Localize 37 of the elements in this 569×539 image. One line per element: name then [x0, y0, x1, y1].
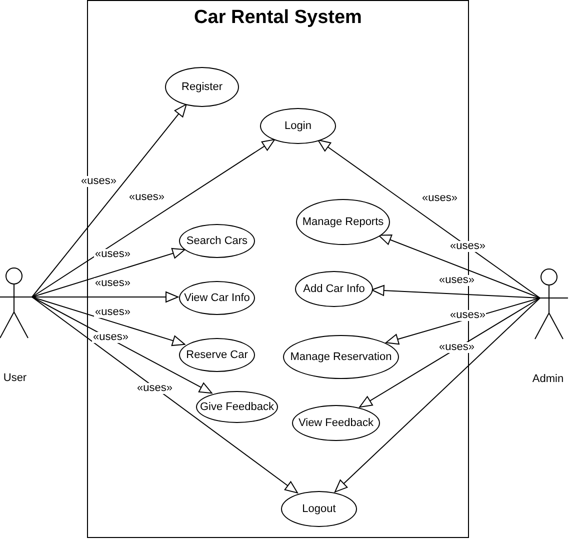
edge-label: «uses»: [438, 342, 476, 353]
use-case-ellipse: Reserve Car: [179, 338, 255, 372]
use-case-ellipse: Manage Reservation: [283, 335, 399, 379]
arrow: [32, 139, 276, 298]
edge-label: «uses»: [136, 383, 174, 394]
use-case-ellipse: Register: [165, 67, 239, 107]
use-case-ellipse: Search Cars: [179, 224, 255, 258]
edge-label: «uses»: [128, 192, 166, 203]
use-case-ellipse: Add Car Info: [295, 271, 373, 307]
edge-label: «uses»: [94, 249, 132, 260]
arrow: [32, 104, 187, 298]
actor-name: Admin: [531, 373, 565, 385]
edge-label: «uses»: [438, 275, 476, 286]
arrow: [359, 298, 540, 408]
arrow: [32, 296, 298, 494]
edge-label: «uses»: [421, 193, 458, 204]
arrow: [32, 292, 178, 302]
use-case-ellipse: Give Feedback: [196, 391, 278, 423]
edge-label: «uses»: [94, 307, 132, 318]
arrow: [32, 248, 186, 298]
use-case-ellipse: Manage Reports: [296, 199, 390, 245]
actor-name: User: [2, 372, 28, 384]
use-case-ellipse: Logout: [281, 491, 357, 527]
use-case-ellipse: Login: [260, 108, 336, 144]
arrow: [318, 139, 540, 298]
arrow: [32, 296, 186, 346]
arrow: [32, 296, 212, 394]
use-case-ellipse: View Car Info: [179, 281, 255, 315]
arrow: [378, 234, 540, 298]
system-title: Car Rental System: [193, 7, 363, 29]
edge-label: «uses»: [92, 332, 130, 343]
arrow: [334, 298, 540, 492]
edge-label: «uses»: [449, 241, 486, 252]
use-case-ellipse: View Feedback: [292, 405, 380, 441]
edge-label: «uses»: [94, 278, 132, 289]
edge-label: «uses»: [80, 176, 118, 187]
edge-label: «uses»: [449, 310, 486, 321]
